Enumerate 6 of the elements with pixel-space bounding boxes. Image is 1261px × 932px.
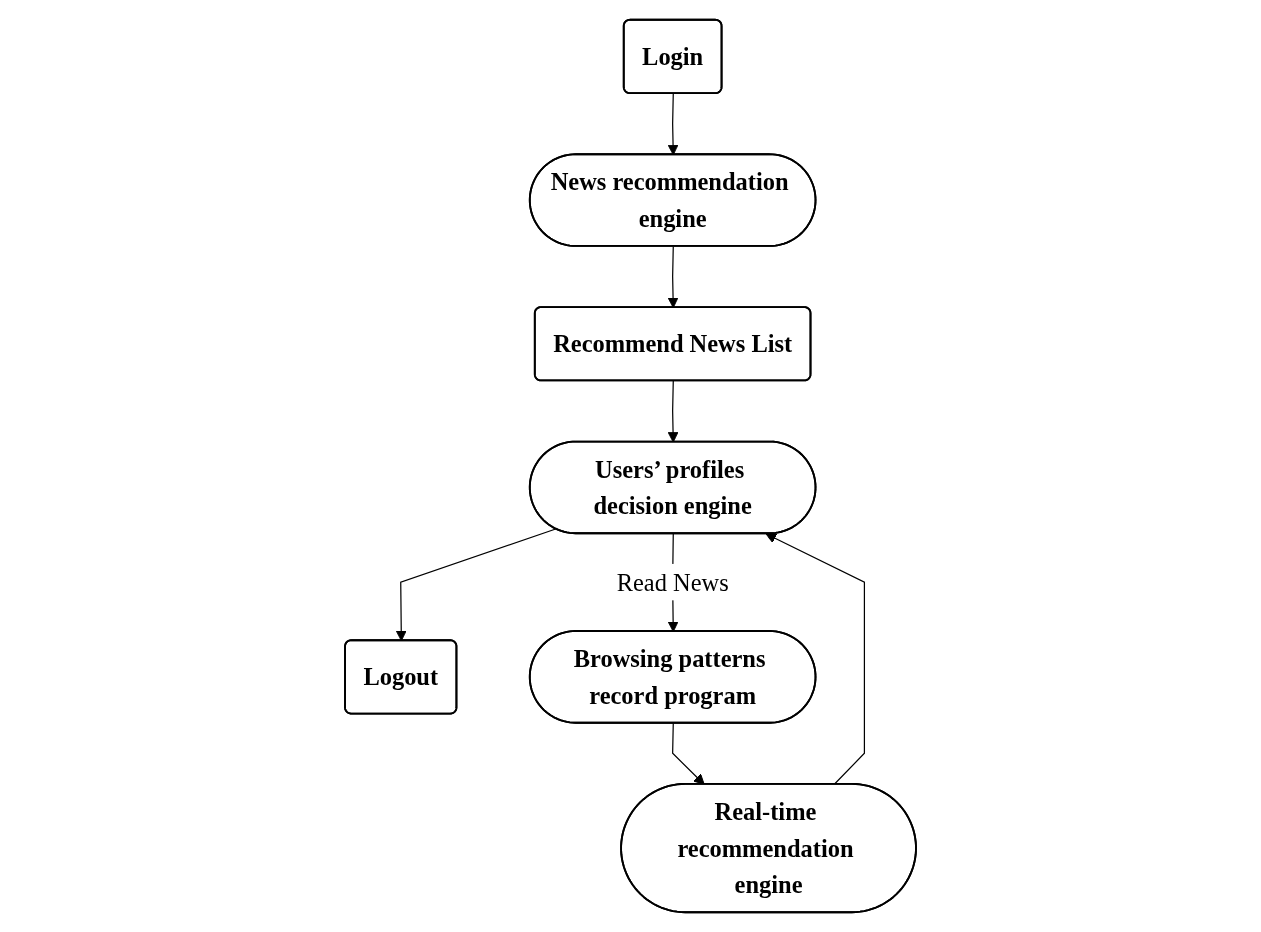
arrow xyxy=(667,245,679,309)
arrow xyxy=(395,528,557,642)
arrow xyxy=(667,93,679,156)
arrow xyxy=(672,722,705,785)
edge-label: Read News xyxy=(616,568,729,596)
arrow xyxy=(667,380,679,443)
